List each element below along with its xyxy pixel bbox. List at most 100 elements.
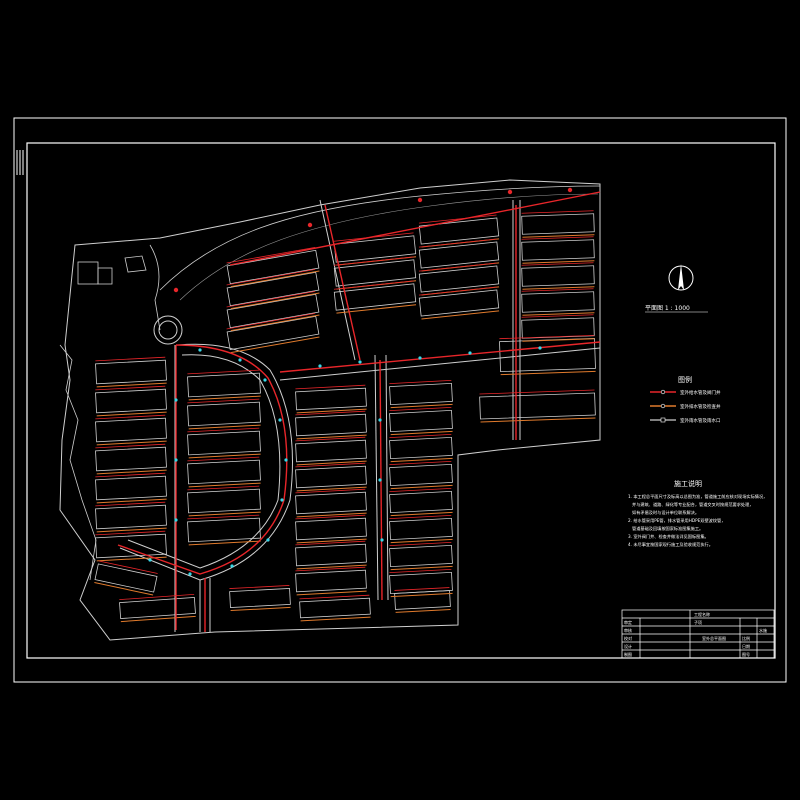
- river-edge: [159, 185, 601, 291]
- scale-label: 平面图 1 : 1000: [645, 305, 690, 312]
- tb-drafter: 制图: [624, 651, 632, 657]
- valve-well-marker: [468, 351, 472, 355]
- residential-building: [226, 249, 320, 285]
- main-water-trunk: [229, 191, 601, 266]
- residential-building: [521, 291, 595, 313]
- water-supply-pipe: [295, 436, 366, 442]
- residential-building: [299, 597, 371, 619]
- water-supply-pipe: [187, 427, 260, 433]
- valve-well-marker: [266, 538, 270, 542]
- water-supply-pipe: [333, 256, 414, 266]
- water-supply-pipe: [418, 262, 497, 272]
- water-supply-pipe: [521, 236, 594, 240]
- residential-building: [295, 413, 367, 437]
- residential-building: [187, 430, 261, 456]
- residential-building: [295, 491, 367, 515]
- tb-approve: 审定: [624, 619, 632, 625]
- residential-building: [229, 588, 291, 608]
- sewage-pipe: [230, 606, 291, 612]
- outer-sheet-border: [13, 117, 787, 683]
- notes-line-6: 3. 室外阀门井、检查井做法详见国标图集。: [628, 533, 709, 540]
- legend-symbol-valve: [660, 389, 666, 395]
- residential-building: [95, 533, 167, 559]
- site-boundary: [59, 179, 601, 641]
- sewage-pipe: [395, 609, 451, 613]
- residential-building: [95, 475, 167, 501]
- water-supply-pipe: [418, 286, 497, 296]
- sewage-pipe: [296, 512, 367, 518]
- roundabout: [153, 315, 183, 345]
- residential-building: [226, 271, 320, 307]
- residential-building: [95, 388, 167, 414]
- sewage-pipe: [480, 417, 596, 423]
- notes-line-5: 管道基础及回填按国家标准图集施工。: [632, 525, 703, 532]
- manhole-marker: [307, 222, 313, 228]
- residential-building: [389, 571, 453, 595]
- binding-marks: [16, 150, 24, 175]
- valve-well-marker: [378, 418, 382, 422]
- sewage-pipe: [522, 234, 595, 238]
- water-supply-pipe: [299, 594, 370, 600]
- notes-title: 施工说明: [674, 479, 702, 488]
- tb-review: 审核: [624, 627, 632, 633]
- water-supply-pipe: [521, 210, 594, 214]
- water-supply-pipe: [229, 585, 290, 589]
- residential-building: [389, 463, 453, 487]
- tb-date: 日期: [742, 643, 750, 649]
- valve-well-marker: [230, 564, 234, 568]
- residential-building: [95, 359, 167, 385]
- sewage-pipe: [96, 527, 167, 533]
- sewage-pipe: [230, 336, 320, 354]
- water-supply-pipe: [295, 384, 366, 390]
- existing-building: [77, 244, 161, 331]
- water-supply-pipe: [187, 485, 260, 491]
- water-supply-pipe: [295, 540, 366, 546]
- legend-label-water-supply: 室外给水管及阀门井: [680, 389, 721, 396]
- residential-building: [295, 387, 367, 411]
- water-supply-pipe: [389, 568, 452, 574]
- tb-subitem: 子项: [694, 619, 702, 625]
- water-supply-pipe: [187, 369, 260, 375]
- sewage-pipe: [390, 430, 453, 436]
- sewage-pipe: [296, 460, 367, 466]
- water-supply-pipe: [521, 314, 594, 318]
- residential-building: [333, 259, 417, 287]
- valve-well-marker: [174, 518, 178, 522]
- water-supply-pipe: [95, 472, 166, 478]
- water-supply-pipe: [418, 238, 497, 248]
- residential-building: [295, 569, 367, 593]
- water-supply-pipe: [226, 268, 316, 286]
- sewage-pipe: [96, 382, 167, 388]
- residential-building: [226, 315, 320, 351]
- north-arrow-icon: [668, 264, 694, 291]
- sewage-pipe: [522, 312, 595, 316]
- tb-design: 设计: [624, 643, 632, 649]
- water-supply-pipe: [95, 501, 166, 507]
- title-block-text: 工程名称 审定 子项 审核 水施 校对 室外总平面图 比例 设计 日期 制图 图…: [624, 611, 767, 657]
- residential-building: [226, 293, 320, 329]
- manhole-marker: [567, 187, 573, 193]
- notes-line-3: 如有矛盾及时与设计单位联系解决。: [632, 509, 699, 516]
- residential-building: [418, 289, 500, 317]
- water-supply-pipe: [394, 587, 450, 591]
- residential-building: [521, 239, 595, 261]
- sewage-pipe: [522, 260, 595, 264]
- residential-building: [295, 543, 367, 567]
- residential-building: [295, 517, 367, 541]
- residential-building: [95, 417, 167, 443]
- water-supply-pipe: [295, 566, 366, 572]
- residential-building: [389, 517, 453, 541]
- sewage-pipe: [390, 592, 453, 598]
- sewage-pipe: [390, 565, 453, 571]
- notes-line-7: 4. 未尽事宜按国家现行施工及验收规范执行。: [628, 541, 713, 548]
- residential-building: [187, 517, 261, 543]
- water-supply-pipe: [389, 460, 452, 466]
- valve-well-marker: [378, 478, 382, 482]
- water-supply-pipe: [295, 462, 366, 468]
- notes-line-1: 1. 本工程总平面尺寸及标高以总图为准，管道施工前应核对现场实际情况，: [628, 493, 767, 500]
- legend: 图例 室外给水管及阀门井 室外排水管及检查井 室外雨水管及雨水口: [650, 375, 721, 424]
- main-water-trunk: [117, 344, 288, 575]
- sewage-pipe: [390, 511, 453, 517]
- sewage-pipe: [96, 440, 167, 446]
- sewage-pipe: [522, 338, 595, 342]
